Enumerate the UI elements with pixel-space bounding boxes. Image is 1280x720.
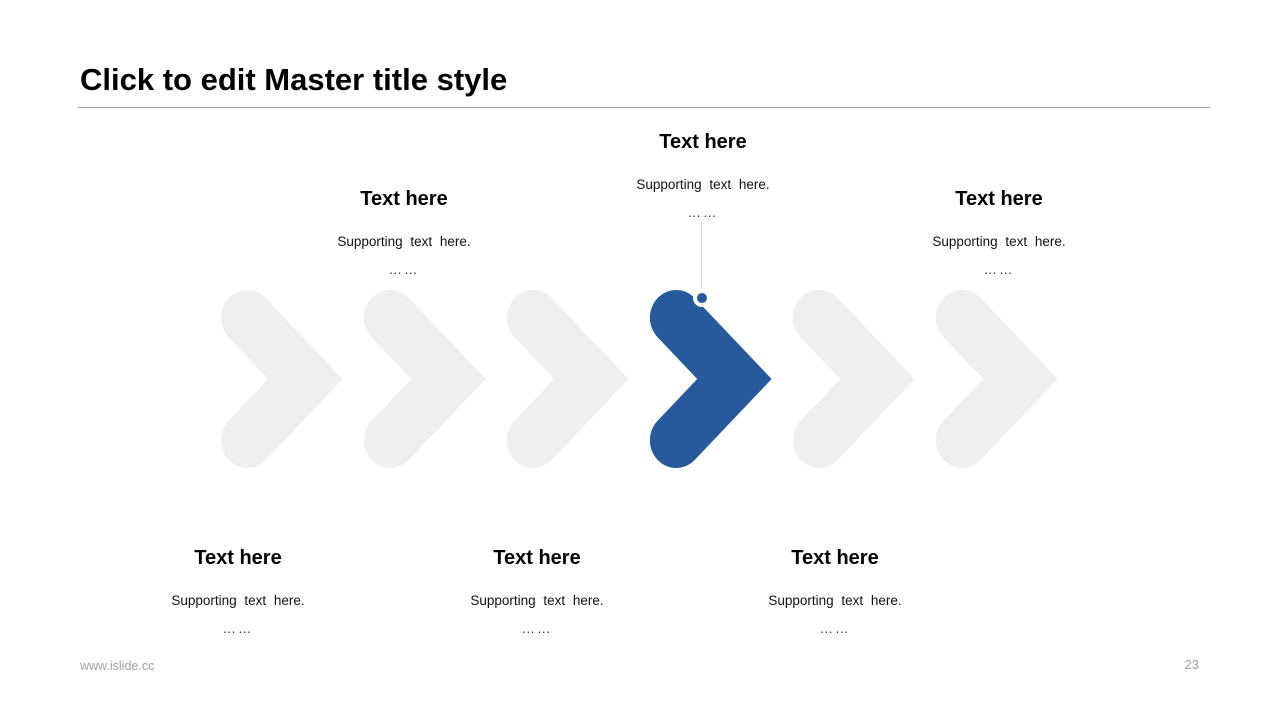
block-title: Text here	[955, 188, 1043, 210]
block-support-text: Supporting text here.	[171, 593, 305, 608]
callout-connector-dot	[693, 289, 711, 307]
text-block-bottom-2: Text here Supporting text here. ……	[407, 547, 667, 636]
text-block-top-2: Text here Supporting text here. ……	[573, 131, 833, 220]
text-block-bottom-3: Text here Supporting text here. ……	[705, 547, 965, 636]
slide-title: Click to edit Master title style	[80, 62, 508, 97]
text-block-top-1: Text here Supporting text here. ……	[274, 188, 534, 277]
text-block-bottom-1: Text here Supporting text here. ……	[108, 547, 368, 636]
title-divider	[78, 107, 1210, 108]
block-title: Text here	[194, 547, 282, 569]
block-ellipsis: ……	[222, 620, 254, 636]
chevron-arrow-1	[220, 289, 343, 469]
chevron-arrow-5	[792, 289, 915, 469]
block-title: Text here	[791, 547, 879, 569]
block-support-text: Supporting text here.	[470, 593, 604, 608]
chevron-arrow-6	[935, 289, 1058, 469]
block-ellipsis: ……	[388, 261, 420, 277]
block-support-text: Supporting text here.	[932, 234, 1066, 249]
callout-connector-line	[701, 222, 702, 289]
block-ellipsis: ……	[983, 261, 1015, 277]
block-title: Text here	[360, 188, 448, 210]
footer-website: www.islide.cc	[80, 659, 155, 673]
chevron-arrow-2	[363, 289, 486, 469]
block-ellipsis: ……	[687, 204, 719, 220]
block-support-text: Supporting text here.	[768, 593, 902, 608]
block-support-text: Supporting text here.	[636, 177, 770, 192]
block-support-text: Supporting text here.	[337, 234, 471, 249]
block-title: Text here	[659, 131, 747, 153]
footer-page-number: 23	[1184, 657, 1199, 672]
text-block-top-3: Text here Supporting text here. ……	[869, 188, 1129, 277]
chevron-arrow-3	[506, 289, 629, 469]
block-ellipsis: ……	[521, 620, 553, 636]
block-title: Text here	[493, 547, 581, 569]
chevron-arrow-4-active	[649, 289, 772, 469]
block-ellipsis: ……	[819, 620, 851, 636]
